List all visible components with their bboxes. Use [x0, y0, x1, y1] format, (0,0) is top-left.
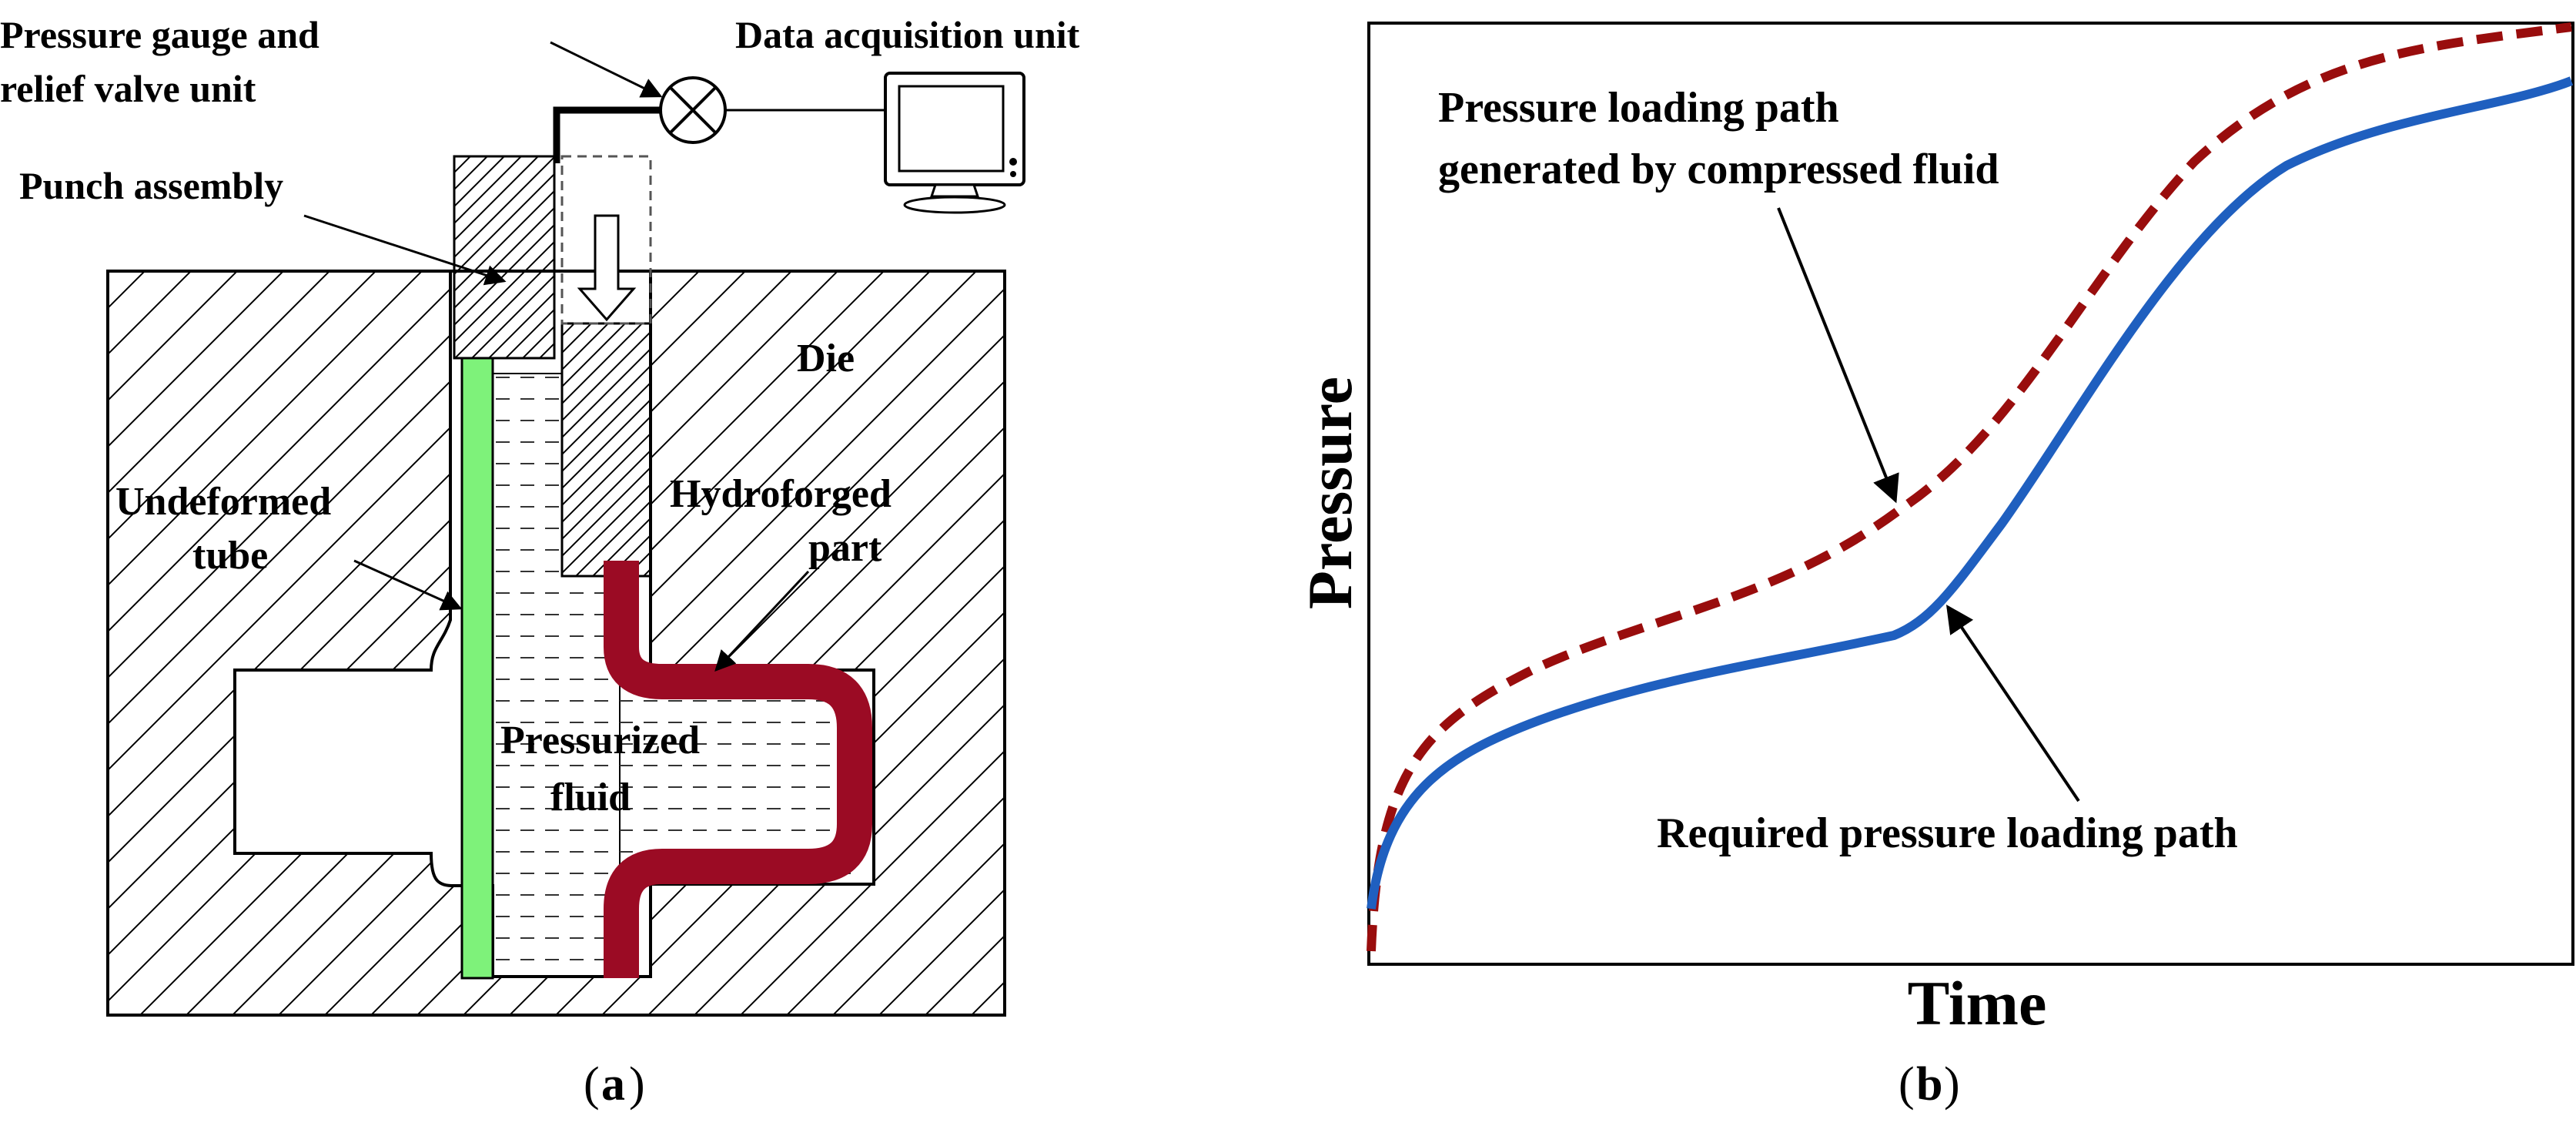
monitor-icon [884, 72, 1025, 214]
die-label: Die [797, 337, 855, 380]
annotation-bottom-arrow [1945, 605, 2080, 803]
undeformed-tube [460, 357, 494, 980]
annotation-top-arrow [1777, 207, 1899, 504]
part-leader-arrow [714, 570, 810, 672]
gauge-valve-icon [659, 76, 727, 144]
punch-right [560, 322, 652, 578]
tube-label-line2: tube [192, 534, 268, 578]
gauge-label-line1: Pressure gauge and [0, 13, 319, 56]
hydroforged-part [604, 561, 872, 978]
annotation-top-line1: Pressure loading path [1438, 84, 1839, 132]
caption-a-close: ) [629, 1058, 645, 1111]
x-axis-label: Time [1908, 968, 2047, 1038]
series-fluid-generated [1367, 22, 2572, 952]
panel-a: Pressure gauge and relief valve unit Dat… [0, 13, 1080, 1111]
tube-label-line1: Undeformed [115, 480, 331, 524]
part-label-line1: Hydroforged [670, 472, 892, 516]
down-arrow-icon [577, 214, 637, 322]
die-body [106, 270, 1006, 1017]
caption-b-open: ( [1899, 1058, 1915, 1111]
punch-label: Punch assembly [19, 164, 283, 207]
fluid-label-line1: Pressurized [500, 719, 700, 762]
caption-a-open: ( [584, 1058, 600, 1111]
part-label-line2: part [808, 526, 882, 570]
punch-left [453, 155, 556, 360]
fluid-label-line2: fluid [550, 776, 631, 819]
fluid-region-cavity [620, 670, 851, 884]
caption-b-letter: b [1916, 1058, 1942, 1111]
punch-upper-outline [560, 155, 652, 325]
gauge-label-line2: relief valve unit [0, 67, 256, 110]
annotation-top-line2: generated by compressed fluid [1438, 146, 1999, 193]
caption-b-close: ) [1944, 1058, 1960, 1111]
y-axis-label: Pressure [1295, 377, 1365, 609]
daq-label: Data acquisition unit [735, 13, 1080, 56]
annotation-bottom: Required pressure loading path [1657, 809, 2238, 857]
gauge-leader-arrow [550, 41, 663, 98]
punch-leader-arrow [303, 214, 507, 286]
panel-b: Time Pressure Pressure loading path gene… [1295, 22, 2574, 1111]
pressure-pipe [553, 106, 661, 163]
plot-frame [1367, 22, 2574, 966]
tube-leader-arrow [353, 559, 463, 611]
series-required [1367, 76, 2574, 910]
caption-a-letter: a [601, 1058, 625, 1111]
